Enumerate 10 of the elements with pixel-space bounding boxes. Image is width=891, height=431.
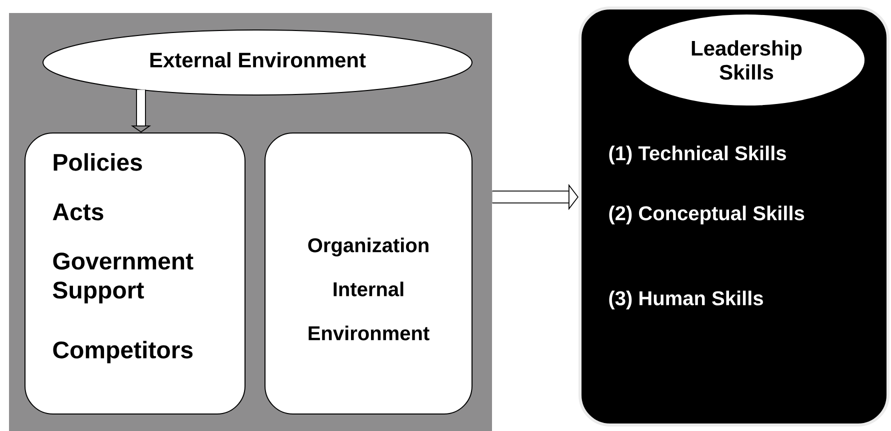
- list-item: Competitors: [53, 340, 193, 364]
- skill-item: (1) Technical Skills: [609, 146, 786, 164]
- rounded-box: [264, 132, 472, 414]
- list-item: Government Support: [52, 252, 194, 304]
- list-item: Acts: [52, 204, 104, 220]
- rounded-box: [24, 132, 246, 414]
- skill-item: (2) Conceptual Skills: [609, 206, 804, 224]
- skill-item: (3) Human Skills: [609, 290, 763, 310]
- box-text: Organization Internal Environment: [308, 238, 430, 340]
- list-item: Policies: [54, 153, 142, 171]
